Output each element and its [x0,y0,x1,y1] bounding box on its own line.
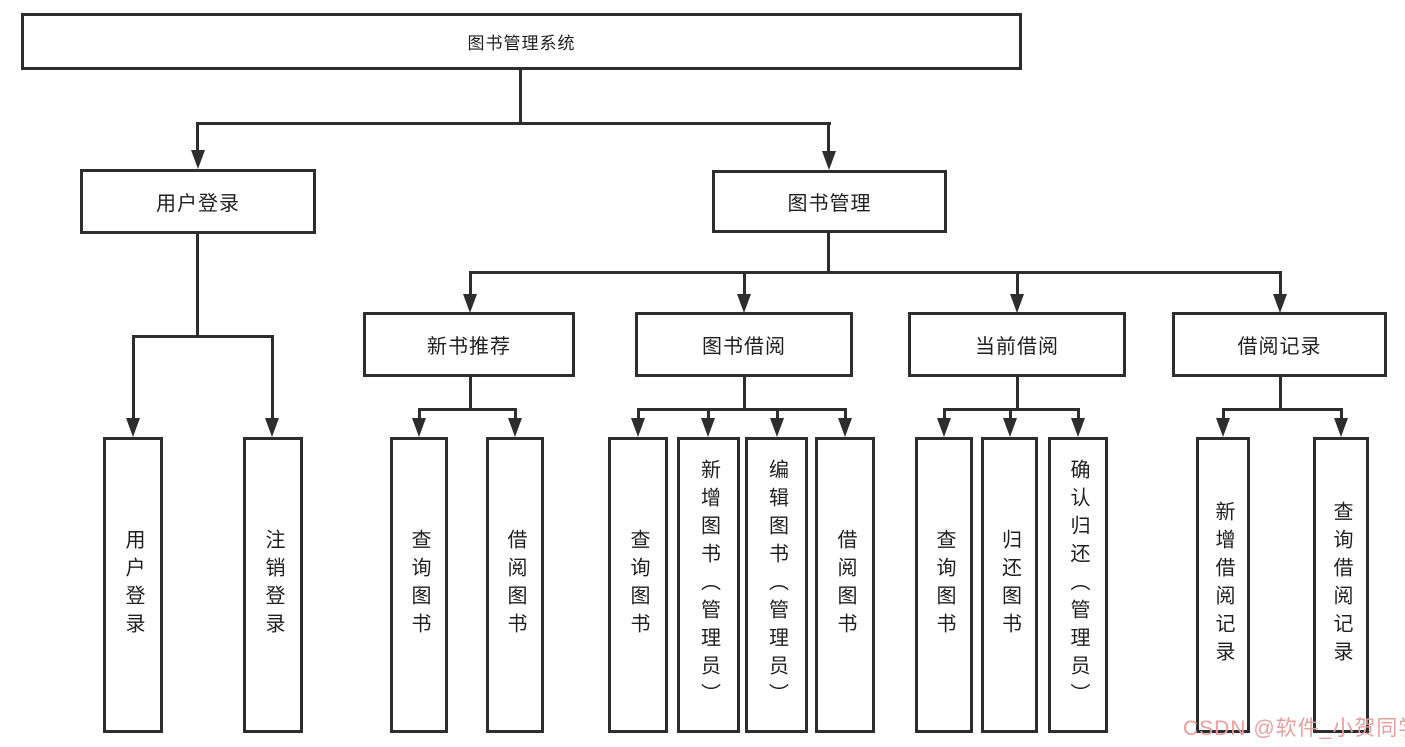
connector-line [418,408,421,419]
leaf-edit-book-admin: 编辑图书（管理员） [745,437,808,733]
arrow-down-icon [631,418,645,437]
arrow-down-icon [838,418,852,437]
node-book-management: 图书管理 [712,170,947,233]
connector-line [196,234,199,335]
node-user-login-label: 用户登录 [156,193,240,215]
arrow-down-icon [937,418,951,437]
connector-line [1077,408,1080,419]
connector-line [1279,377,1282,408]
connector-line [271,335,274,418]
leaf-newbook-borrow-books: 借阅图书 [486,437,544,733]
arrow-down-icon [126,418,140,437]
arrow-down-icon [1216,418,1230,437]
leaf-query-borrow-record: 查询借阅记录 [1313,437,1369,733]
arrow-down-icon [737,294,751,313]
arrow-down-icon [412,418,426,437]
leaf-confirm-return-admin-label: 确认归还（管理员） [1067,459,1089,711]
arrow-down-icon [1071,418,1085,437]
connector-line [827,233,830,271]
leaf-add-book-admin: 新增图书（管理员） [677,437,740,733]
node-borrowing-records: 借阅记录 [1172,312,1387,377]
connector-line [514,408,517,419]
leaf-borrow-borrow-books-label: 借阅图书 [834,529,856,641]
connector-line [637,408,640,419]
connector-line [469,271,472,295]
connector-line [1340,408,1343,419]
connector-line [469,377,472,408]
connector-line [418,408,517,411]
arrow-down-icon [701,418,715,437]
arrow-down-icon [1003,418,1017,437]
node-library-system: 图书管理系统 [21,13,1022,70]
leaf-return-books-label: 归还图书 [998,529,1021,641]
connector-line [707,408,710,419]
leaf-add-book-admin-label: 新增图书（管理员） [697,459,720,711]
arrow-down-icon [1334,418,1348,437]
node-new-book-recommend: 新书推荐 [363,312,575,377]
connector-line [196,122,199,150]
arrow-down-icon [1010,294,1024,313]
node-book-borrowing-label: 图书借阅 [702,336,786,358]
leaf-add-borrow-record-label: 新增借阅记录 [1212,501,1234,669]
connector-line [1016,377,1019,408]
arrow-down-icon [822,151,836,170]
arrow-down-icon [1273,294,1287,313]
leaf-current-query-books-label: 查询图书 [933,529,955,641]
connector-line [943,408,946,419]
connector-line [519,69,522,122]
node-current-borrowing: 当前借阅 [908,312,1126,377]
node-borrowing-records-label: 借阅记录 [1237,336,1322,358]
connector-line [1222,408,1225,419]
node-new-book-recommend-label: 新书推荐 [427,336,511,358]
leaf-current-query-books: 查询图书 [915,437,973,733]
arrow-down-icon [770,418,784,437]
connector-line [1222,408,1342,411]
node-book-borrowing: 图书借阅 [635,312,853,377]
connector-line [743,377,746,408]
arrow-down-icon [508,418,522,437]
csdn-watermark: CSDN @软件_小贺同学 [1183,717,1405,740]
leaf-borrow-query-books-label: 查询图书 [627,529,649,641]
leaf-borrow-query-books: 查询图书 [608,437,668,733]
connector-line [844,408,847,419]
leaf-borrow-borrow-books: 借阅图书 [815,437,875,733]
leaf-edit-book-admin-label: 编辑图书（管理员） [765,459,788,711]
leaf-add-borrow-record: 新增借阅记录 [1196,437,1250,733]
connector-line [132,335,274,338]
leaf-newbook-query-books: 查询图书 [390,437,448,733]
connector-line [197,122,831,125]
connector-line [1009,408,1012,419]
leaf-user-login: 用户登录 [103,437,163,733]
leaf-newbook-query-books-label: 查询图书 [408,529,430,641]
node-book-management-label: 图书管理 [787,193,872,215]
leaf-confirm-return-admin: 确认归还（管理员） [1048,437,1108,733]
connector-line [827,122,830,151]
leaf-logout-label: 注销登录 [262,529,284,641]
leaf-return-books: 归还图书 [981,437,1038,733]
node-library-system-label: 图书管理系统 [467,34,576,53]
connector-line [637,408,847,411]
leaf-logout: 注销登录 [243,437,303,733]
connector-line [776,408,779,419]
connector-line [469,271,1282,274]
connector-line [743,271,746,295]
arrow-down-icon [191,150,205,169]
connector-line [1016,271,1019,295]
leaf-user-login-label: 用户登录 [122,529,144,641]
connector-line [132,335,135,418]
arrow-down-icon [265,418,279,437]
arrow-down-icon [463,294,477,313]
node-user-login: 用户登录 [80,169,316,234]
connector-line [1279,271,1282,295]
leaf-query-borrow-record-label: 查询借阅记录 [1330,501,1352,669]
node-current-borrowing-label: 当前借阅 [975,336,1059,358]
leaf-newbook-borrow-books-label: 借阅图书 [504,529,526,641]
